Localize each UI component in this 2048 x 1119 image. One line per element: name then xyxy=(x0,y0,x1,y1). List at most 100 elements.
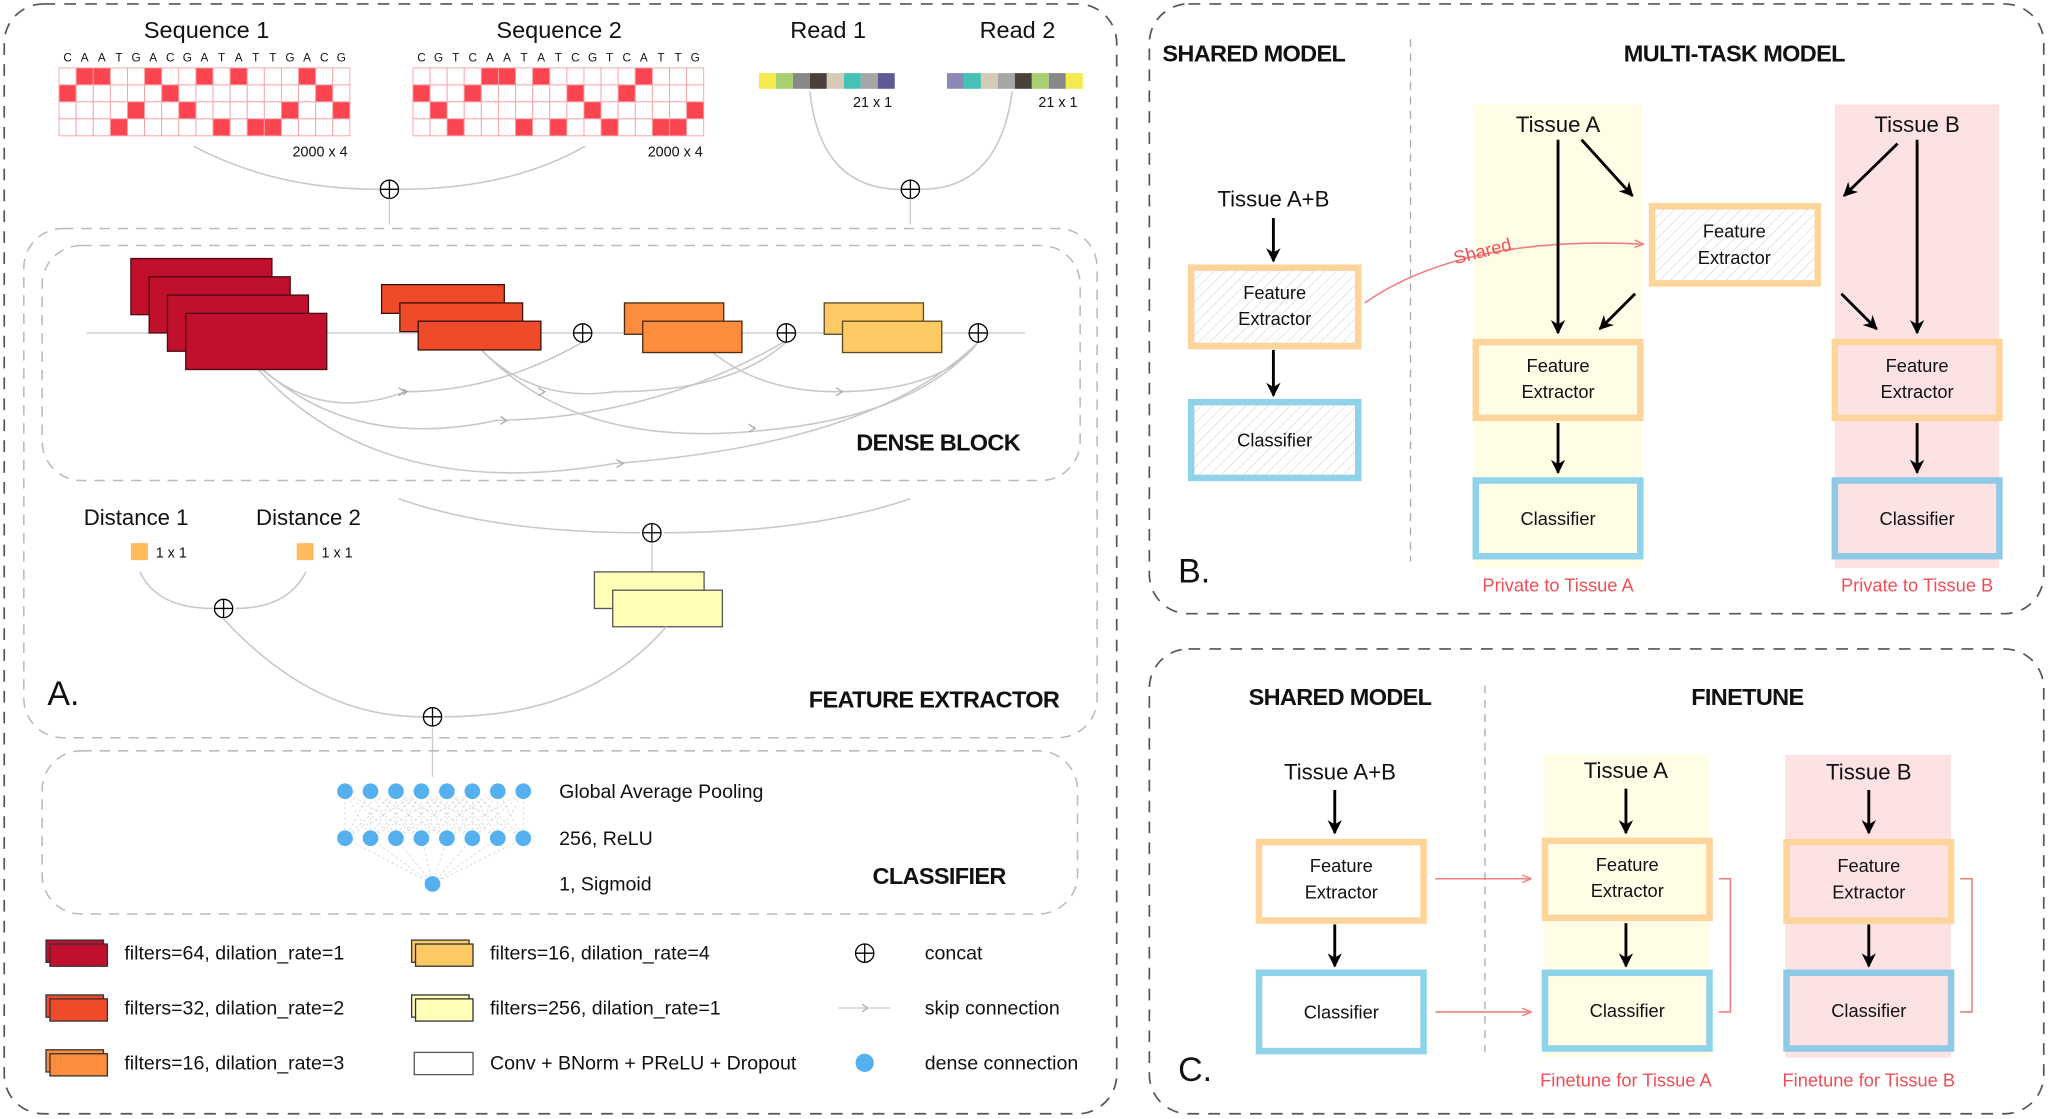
onehot-cell xyxy=(686,101,705,120)
onehot-cell xyxy=(109,118,128,137)
concat-icon xyxy=(572,323,593,343)
onehot-cell xyxy=(583,118,602,137)
legend-label: skip connection xyxy=(925,998,1060,1020)
onehot-cell xyxy=(429,84,448,103)
read-color-cell xyxy=(1065,73,1083,89)
layer-256-box xyxy=(612,589,724,628)
onehot-cell xyxy=(412,84,431,103)
neuron xyxy=(464,783,481,800)
onehot-cell xyxy=(229,67,248,86)
onehot-cell xyxy=(686,118,705,137)
base-letter: C xyxy=(469,51,478,64)
base-letter: T xyxy=(555,51,562,64)
tissue-b-classifier-box xyxy=(1783,969,1955,1052)
read1-shape: 21 x 1 xyxy=(853,95,892,111)
onehot-cell xyxy=(212,101,231,120)
shared-model-title: SHARED MODEL xyxy=(1162,40,1345,66)
onehot-cell xyxy=(178,118,197,137)
onehot-cell xyxy=(58,84,77,103)
onehot-cell xyxy=(109,84,128,103)
onehot-cell xyxy=(195,67,214,86)
onehot-cell xyxy=(144,118,163,137)
base-letter: A xyxy=(640,51,648,64)
tissue-b-feature-extractor-box xyxy=(1831,338,2003,422)
onehot-cell xyxy=(566,101,585,120)
skip-connections xyxy=(228,332,979,474)
dense-block-region xyxy=(41,244,1081,482)
skip-arrow-icon xyxy=(838,1003,891,1013)
onehot-cell xyxy=(280,84,300,103)
base-letter: T xyxy=(606,51,613,64)
legend-label: filters=256, dilation_rate=1 xyxy=(490,998,721,1020)
base-letter: C xyxy=(320,51,329,64)
onehot-cell xyxy=(127,84,146,103)
onehot-cell xyxy=(515,67,534,86)
onehot-cell xyxy=(549,118,568,137)
legend-label: filters=16, dilation_rate=3 xyxy=(124,1052,344,1074)
onehot-cell xyxy=(109,67,128,86)
onehot-cell xyxy=(195,84,214,103)
base-letter: T xyxy=(115,51,122,64)
neuron xyxy=(388,830,404,847)
tissue-b-label: Tissue B xyxy=(1874,112,1960,137)
classifier-layer-label: Global Average Pooling xyxy=(559,781,763,803)
dense-edge xyxy=(421,791,448,839)
dense-edge xyxy=(421,791,473,839)
legend-swatch xyxy=(414,943,474,967)
shared-classifier-box xyxy=(1187,398,1362,482)
onehot-cell xyxy=(92,118,111,137)
panel-a-label: A. xyxy=(47,675,79,713)
onehot-cell xyxy=(298,67,317,86)
dense-edge xyxy=(421,790,498,839)
sequence2-title: Sequence 2 xyxy=(496,17,621,43)
onehot-cell xyxy=(212,84,231,103)
dense-edge xyxy=(446,790,524,839)
onehot-cell xyxy=(412,67,431,86)
onehot-cell xyxy=(634,118,653,137)
read-color-cell xyxy=(843,73,861,89)
concat-icon xyxy=(213,598,234,619)
base-letter: T xyxy=(674,51,681,64)
dense-edge xyxy=(472,791,524,839)
onehot-cell xyxy=(600,84,619,103)
legend-swatch xyxy=(49,1053,109,1077)
tissue-ab-label: Tissue A+B xyxy=(1217,186,1329,211)
onehot-cell xyxy=(280,67,300,86)
onehot-cell xyxy=(246,101,265,120)
onehot-cell xyxy=(532,84,551,103)
dense-edge xyxy=(395,791,448,839)
dense-edge xyxy=(344,790,422,839)
onehot-cell xyxy=(651,67,670,86)
dense-edge xyxy=(395,791,422,839)
onehot-cell xyxy=(144,101,163,120)
onehot-cell xyxy=(332,67,351,86)
onehot-cell xyxy=(583,67,602,86)
onehot-cell xyxy=(75,67,94,86)
dense-edge xyxy=(344,791,397,839)
base-letter: T xyxy=(521,51,528,64)
layer-16-d3-box xyxy=(642,320,743,354)
neuron xyxy=(362,830,379,847)
onehot-cell xyxy=(669,101,688,120)
panel-b-border xyxy=(1148,3,2045,615)
onehot-cell xyxy=(669,84,688,103)
dense-edge xyxy=(432,838,498,885)
neuron xyxy=(515,830,532,847)
base-letter: A xyxy=(235,51,243,64)
panel-c: SHARED MODEL FINETUNE Tissue A+B Tissue … xyxy=(1148,648,2045,1115)
onehot-cell xyxy=(446,101,465,120)
legend-label: filters=32, dilation_rate=2 xyxy=(124,998,344,1020)
onehot-cell xyxy=(515,101,534,120)
onehot-cell xyxy=(412,101,431,120)
base-letter: A xyxy=(149,51,157,64)
onehot-cell xyxy=(144,67,163,86)
finetune-a-label: Finetune for Tissue A xyxy=(1540,1069,1712,1090)
read-color-cell xyxy=(1031,73,1049,89)
base-letter: A xyxy=(503,51,511,64)
neuron xyxy=(388,783,404,800)
read2-color-strip xyxy=(946,73,1083,89)
feature-extractor-label: FEATURE EXTRACTOR xyxy=(809,687,1060,713)
box-label: Classifier xyxy=(1520,508,1595,529)
